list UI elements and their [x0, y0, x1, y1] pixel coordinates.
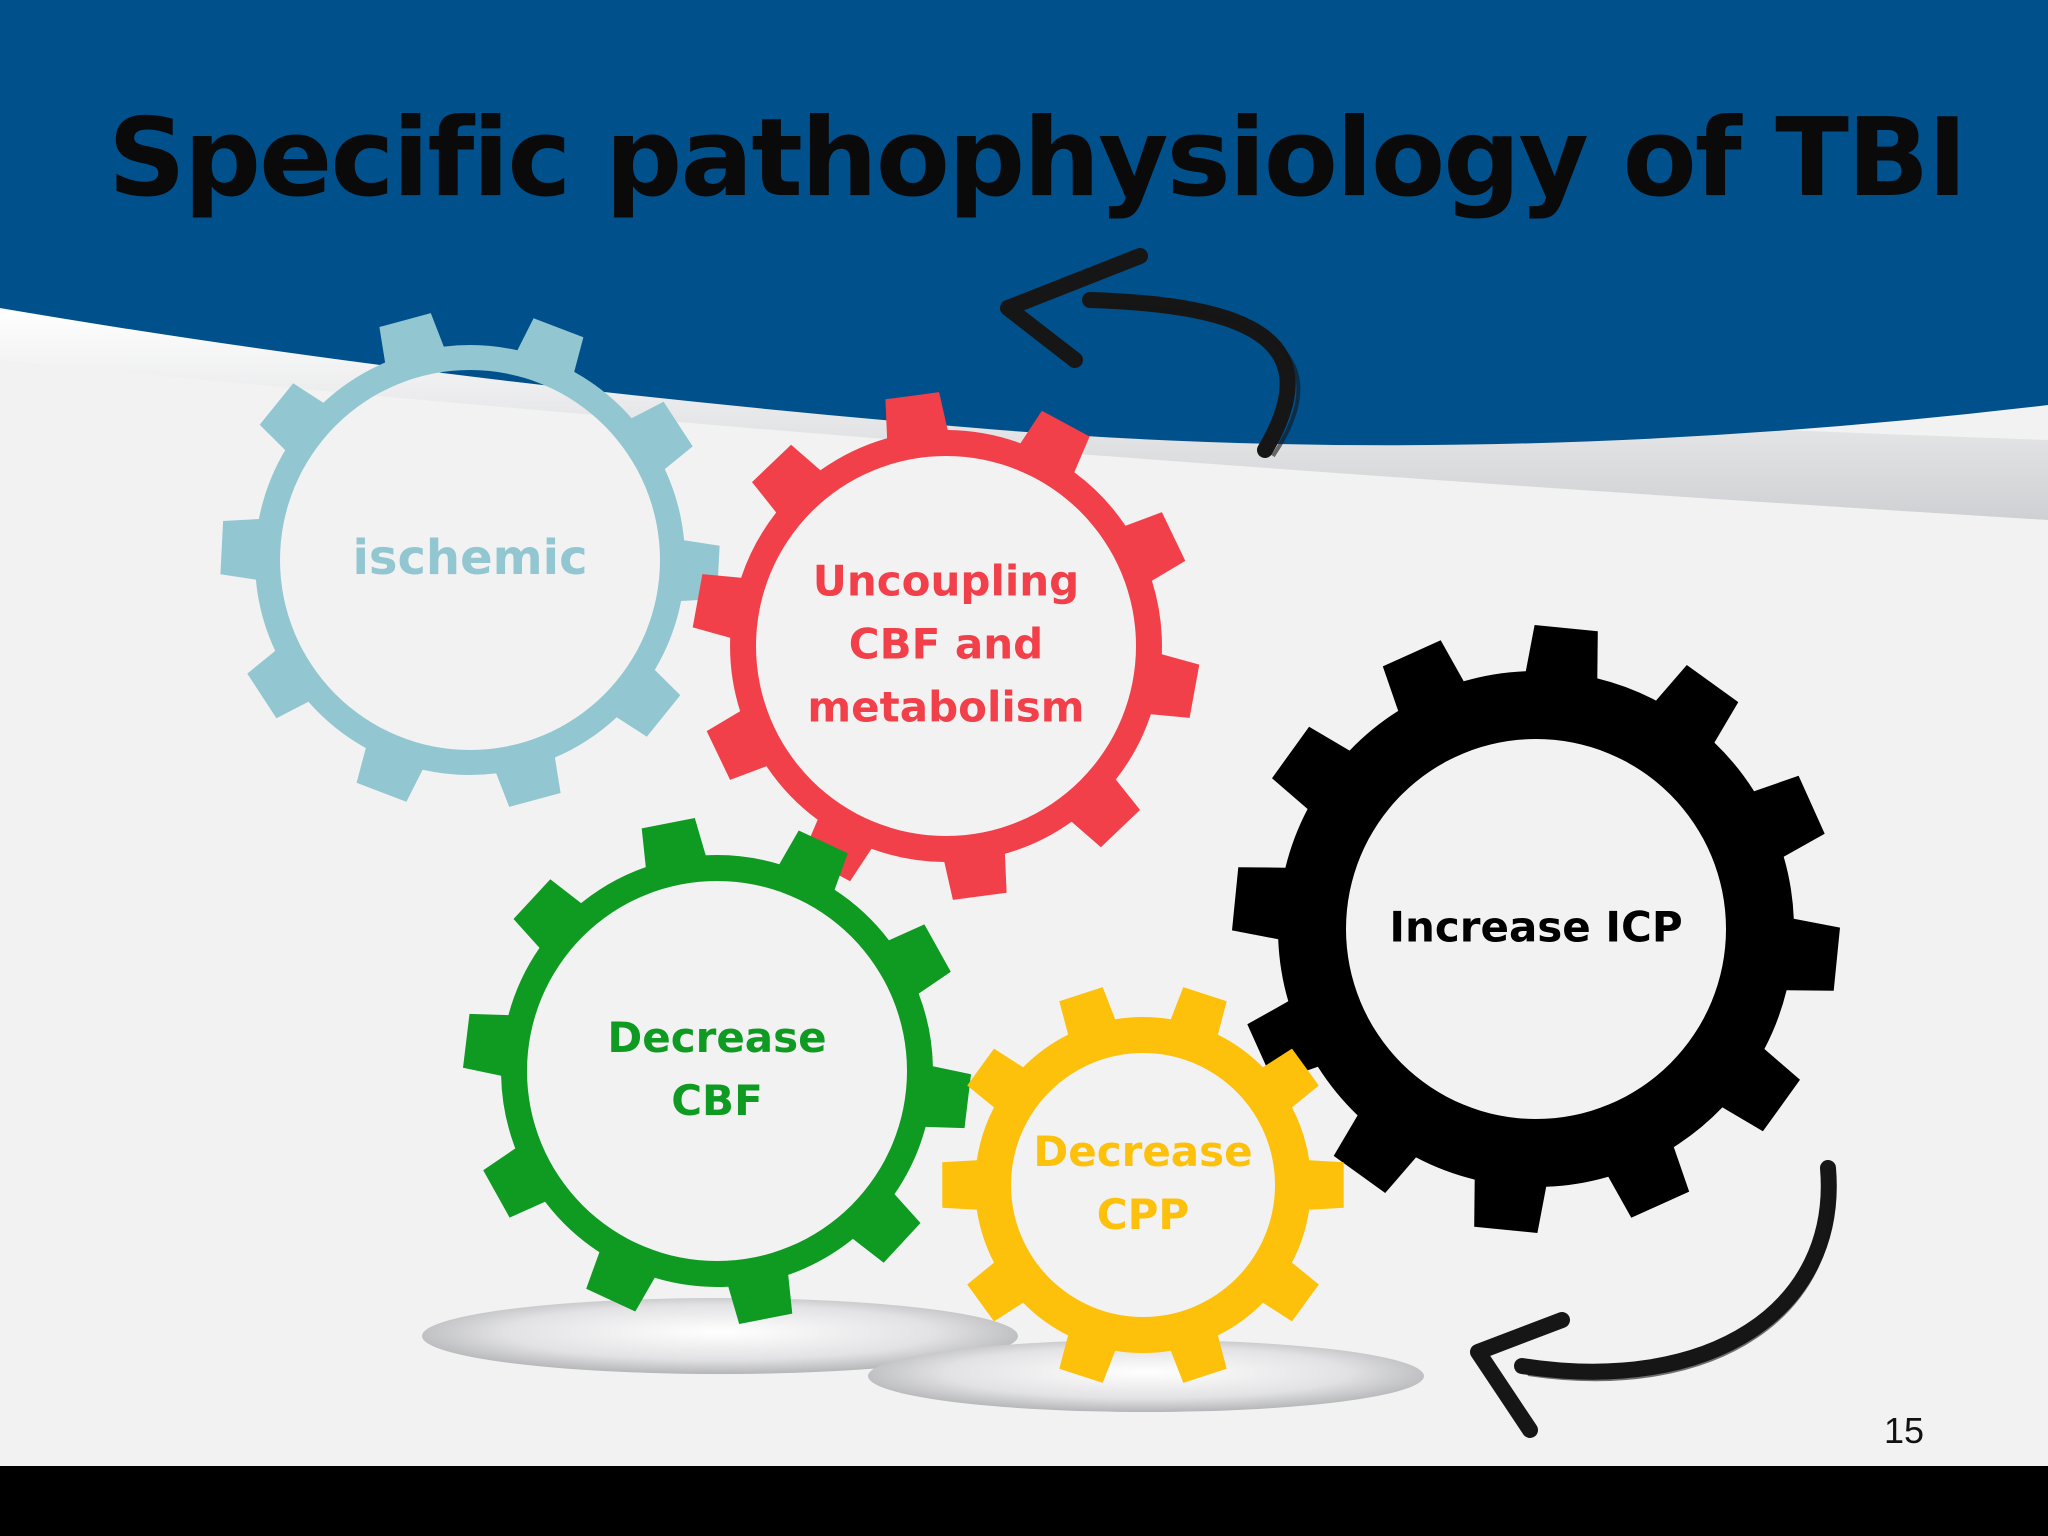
slide-title: Specific pathophysiology of TBI — [108, 96, 1967, 221]
gear-shadow-plate — [422, 1298, 1018, 1374]
gear-shadow-plate — [868, 1340, 1424, 1412]
arrow-head-icon — [1000, 248, 1148, 368]
curved-arrow-icon — [1527, 1169, 1836, 1382]
arrow-head-icon — [1470, 1312, 1570, 1438]
gear-decrease-cpp-icon — [942, 987, 1344, 1383]
gear-increase-icp-icon — [1232, 625, 1840, 1233]
gear-group — [220, 313, 1840, 1383]
footer-bar — [0, 1466, 2048, 1536]
page-number: 15 — [1883, 1410, 1924, 1451]
gear-label-ischemic: ischemic — [352, 530, 588, 586]
curved-arrow-icon — [1097, 304, 1301, 458]
gear-label-increase-icp: Increase ICP — [1389, 902, 1683, 952]
curved-arrow-icon — [1514, 1160, 1837, 1380]
gear-label-decrease-cpp: Decrease CPP — [1033, 1127, 1253, 1239]
header-band — [0, 0, 2048, 446]
gear-label-uncoupling: Uncoupling CBF and metabolism — [807, 556, 1085, 732]
gear-label-decrease-cbf: Decrease CBF — [607, 1013, 827, 1125]
arrow-group — [1000, 248, 1837, 1438]
